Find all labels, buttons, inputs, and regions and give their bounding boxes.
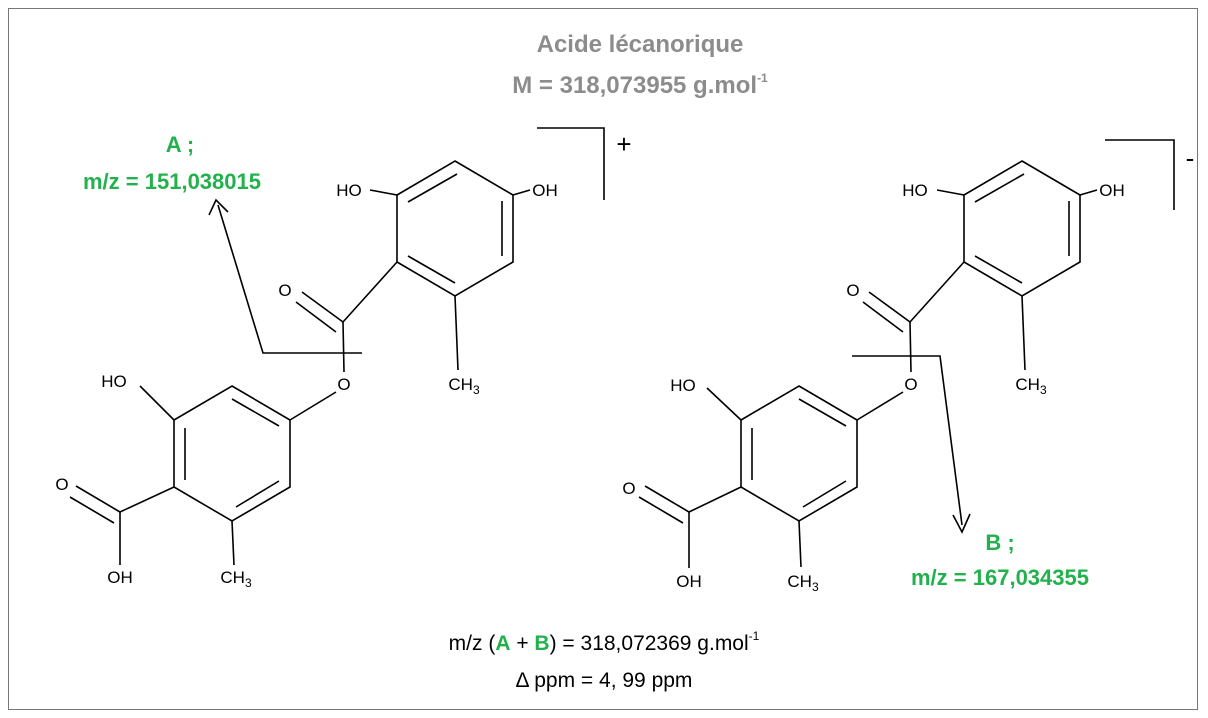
- fragment-b-mz: m/z = 167,034355: [911, 565, 1089, 590]
- left-lower-ch3: CH3: [220, 568, 252, 590]
- delta-ppm: Δ ppm = 4, 99 ppm: [516, 669, 693, 692]
- left-ester-o: O: [337, 375, 350, 394]
- right-carbonyl-o: O: [846, 281, 859, 300]
- right-lower-ring: [740, 385, 858, 522]
- left-acid-o: O: [55, 475, 68, 494]
- left-carbonyl-o: O: [278, 281, 291, 300]
- right-lower-ho: HO: [670, 376, 696, 395]
- right-acid-oh: OH: [676, 572, 702, 591]
- cleavage-arrow-b: [852, 355, 963, 526]
- molecule-right: HO OH CH3 O O HO O OH CH3: [622, 160, 1125, 594]
- right-upper-ho: HO: [902, 181, 928, 200]
- compound-name: Acide lécanorique: [537, 31, 744, 58]
- fragment-a-mz: m/z = 151,038015: [83, 169, 261, 194]
- left-lower-ho: HO: [101, 372, 127, 391]
- right-upper-ring: [963, 160, 1081, 297]
- right-acid-o: O: [622, 479, 635, 498]
- right-charge: -: [1186, 143, 1195, 173]
- diagram-frame: [8, 8, 1198, 710]
- left-ion-bracket: [537, 127, 605, 200]
- right-lower-ch3: CH3: [787, 572, 819, 594]
- left-lower-ring: [173, 385, 291, 522]
- left-upper-oh: OH: [532, 181, 558, 200]
- cleavage-arrow-a: [217, 204, 362, 354]
- arrow-head-b: [952, 513, 971, 534]
- compound-mass: M = 318,073955 g.mol-1: [512, 71, 768, 99]
- mass-sum: m/z (A + B) = 318,072369 g.mol-1: [449, 629, 760, 655]
- left-upper-ring: [396, 160, 514, 297]
- left-charge: +: [616, 129, 631, 159]
- fragment-a-label: A ;: [166, 132, 195, 157]
- arrow-head-a: [208, 198, 229, 216]
- molecule-left: HO OH CH3 O O HO O OH CH3: [55, 160, 558, 590]
- right-ester-o: O: [904, 375, 917, 394]
- left-acid-oh: OH: [107, 568, 133, 587]
- left-upper-ch3: CH3: [448, 375, 480, 397]
- left-upper-ho: HO: [336, 181, 362, 200]
- fragment-b-label: B ;: [985, 530, 1014, 555]
- right-upper-oh: OH: [1099, 181, 1125, 200]
- right-upper-ch3: CH3: [1015, 375, 1047, 397]
- right-ion-bracket: [1105, 139, 1175, 210]
